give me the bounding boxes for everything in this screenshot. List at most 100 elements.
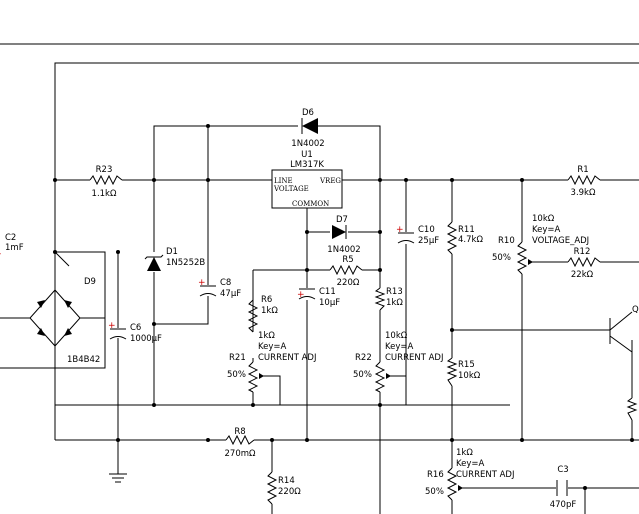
c2-polarity-mark: - bbox=[0, 249, 1, 259]
d1-ref: D1 bbox=[166, 247, 178, 257]
q-ref: Q bbox=[632, 305, 639, 315]
diode-d7[interactable]: D7 1N4002 bbox=[327, 215, 360, 255]
r5-value: 220Ω bbox=[337, 278, 360, 288]
c8-value: 47µF bbox=[220, 289, 241, 299]
potentiometer-r22[interactable]: 10kΩ Key=A CURRENT ADJ R22 50% bbox=[353, 331, 443, 393]
capacitor-c11[interactable]: + C11 10µF bbox=[297, 287, 340, 308]
r14-ref: R14 bbox=[278, 476, 295, 486]
r16-value: 1kΩ bbox=[456, 448, 473, 458]
capacitor-c2[interactable]: C2 1mF - bbox=[0, 233, 24, 259]
r21-ref: R21 bbox=[229, 353, 246, 363]
r23-value: 1.1kΩ bbox=[92, 189, 117, 199]
d7-ref: D7 bbox=[336, 215, 348, 225]
r15-value: 10kΩ bbox=[458, 371, 481, 381]
capacitor-c3[interactable]: C3 470pF bbox=[550, 465, 577, 510]
r22-key: Key=A bbox=[385, 342, 414, 352]
c6-value: 1000µF bbox=[130, 334, 162, 344]
r22-percent: 50% bbox=[353, 370, 372, 380]
zener-d1[interactable]: D1 1N5252B bbox=[144, 247, 205, 271]
c8-polarity-mark: + bbox=[198, 278, 206, 288]
wires bbox=[0, 62, 639, 514]
c10-value: 25µF bbox=[418, 236, 439, 246]
r12-ref: R12 bbox=[574, 247, 591, 257]
resistor-r5[interactable]: R5 220Ω bbox=[329, 255, 363, 288]
resistor-r23[interactable]: R23 1.1kΩ bbox=[89, 165, 123, 199]
resistor-r12[interactable]: R12 22kΩ bbox=[567, 247, 601, 280]
d9-ref: D9 bbox=[84, 277, 96, 287]
r16-ref: R16 bbox=[427, 470, 444, 480]
junction-dots bbox=[53, 124, 634, 490]
resistor-r6[interactable]: R6 1kΩ bbox=[247, 295, 278, 333]
r13-value: 1kΩ bbox=[386, 298, 403, 308]
c10-ref: C10 bbox=[418, 225, 435, 235]
resistor-r14[interactable]: R14 220Ω bbox=[266, 471, 301, 505]
resistor-r15[interactable]: R15 10kΩ bbox=[446, 357, 481, 387]
potentiometer-r21[interactable]: 1kΩ Key=A CURRENT ADJ R21 50% bbox=[227, 331, 316, 393]
c10-polarity-mark: + bbox=[396, 225, 404, 235]
r16-label: CURRENT ADJ bbox=[456, 470, 514, 480]
capacitor-c6[interactable]: + C6 1000µF bbox=[108, 321, 162, 344]
r11-value: 4.7kΩ bbox=[458, 235, 483, 245]
d6-ref: D6 bbox=[302, 108, 314, 118]
r10-value: 10kΩ bbox=[532, 214, 555, 224]
r10-percent: 50% bbox=[492, 253, 511, 263]
ground-symbol bbox=[109, 473, 127, 483]
r23-ref: R23 bbox=[96, 165, 113, 175]
resistor-r13[interactable]: R13 1kΩ bbox=[374, 287, 403, 311]
d1-part: 1N5252B bbox=[166, 258, 205, 268]
c6-ref: C6 bbox=[130, 323, 141, 333]
r5-ref: R5 bbox=[342, 255, 353, 265]
r10-label: VOLTAGE_ADJ bbox=[532, 236, 589, 246]
d9-part: 1B4B42 bbox=[67, 355, 100, 365]
r16-key: Key=A bbox=[456, 459, 485, 469]
r10-ref: R10 bbox=[498, 236, 515, 246]
r22-ref: R22 bbox=[355, 353, 372, 363]
u1-ref: U1 bbox=[301, 150, 313, 160]
r13-ref: R13 bbox=[386, 287, 403, 297]
potentiometer-r10[interactable]: 10kΩ Key=A VOLTAGE_ADJ R10 50% bbox=[492, 214, 589, 275]
u1-part: LM317K bbox=[290, 160, 324, 170]
u1-pin-vreg: VREG bbox=[319, 177, 341, 185]
c6-polarity-mark: + bbox=[108, 321, 116, 331]
u1-pin-common: COMMON bbox=[292, 200, 329, 208]
capacitor-c8[interactable]: + C8 47µF bbox=[198, 278, 241, 299]
c11-value: 10µF bbox=[319, 298, 340, 308]
regulator-u1[interactable]: U1 LM317K LINE VOLTAGE VREG COMMON bbox=[271, 150, 343, 209]
u1-pin-line: LINE bbox=[274, 177, 293, 185]
transistor-partial[interactable]: Q bbox=[626, 305, 639, 421]
diode-d6[interactable]: D6 1N4002 bbox=[291, 108, 324, 149]
r22-value: 10kΩ bbox=[385, 331, 408, 341]
d6-part: 1N4002 bbox=[291, 139, 324, 149]
resistor-r11[interactable]: R11 4.7kΩ bbox=[446, 221, 483, 255]
c8-ref: C8 bbox=[220, 278, 231, 288]
r11-ref: R11 bbox=[458, 225, 475, 235]
r15-ref: R15 bbox=[458, 360, 475, 370]
r1-value: 3.9kΩ bbox=[571, 188, 596, 198]
r21-key: Key=A bbox=[258, 342, 287, 352]
u1-pin-voltage: VOLTAGE bbox=[273, 185, 309, 193]
capacitor-c10[interactable]: + C10 25µF bbox=[396, 225, 439, 246]
resistor-r1[interactable]: R1 3.9kΩ bbox=[567, 165, 601, 198]
c3-value: 470pF bbox=[550, 500, 577, 510]
c2-ref: C2 bbox=[5, 233, 16, 243]
r6-ref: R6 bbox=[261, 295, 272, 305]
c11-ref: C11 bbox=[319, 287, 336, 297]
potentiometer-r16[interactable]: 1kΩ Key=A CURRENT ADJ R16 50% bbox=[425, 448, 514, 501]
r21-value: 1kΩ bbox=[258, 331, 275, 341]
bridge-d9[interactable]: D9 1B4B42 bbox=[29, 266, 100, 365]
r21-label: CURRENT ADJ bbox=[258, 353, 316, 363]
r14-value: 220Ω bbox=[278, 487, 301, 497]
c3-ref: C3 bbox=[557, 465, 568, 475]
r1-ref: R1 bbox=[577, 165, 588, 175]
r12-value: 22kΩ bbox=[571, 270, 594, 280]
r8-ref: R8 bbox=[234, 427, 245, 437]
r6-value: 1kΩ bbox=[261, 306, 278, 316]
resistor-r8[interactable]: R8 270mΩ bbox=[225, 427, 257, 459]
r22-label: CURRENT ADJ bbox=[385, 353, 443, 363]
c2-value: 1mF bbox=[5, 243, 24, 253]
r16-percent: 50% bbox=[425, 487, 444, 497]
d7-part: 1N4002 bbox=[327, 245, 360, 255]
r8-value: 270mΩ bbox=[225, 449, 257, 459]
c11-polarity-mark: + bbox=[297, 290, 305, 300]
